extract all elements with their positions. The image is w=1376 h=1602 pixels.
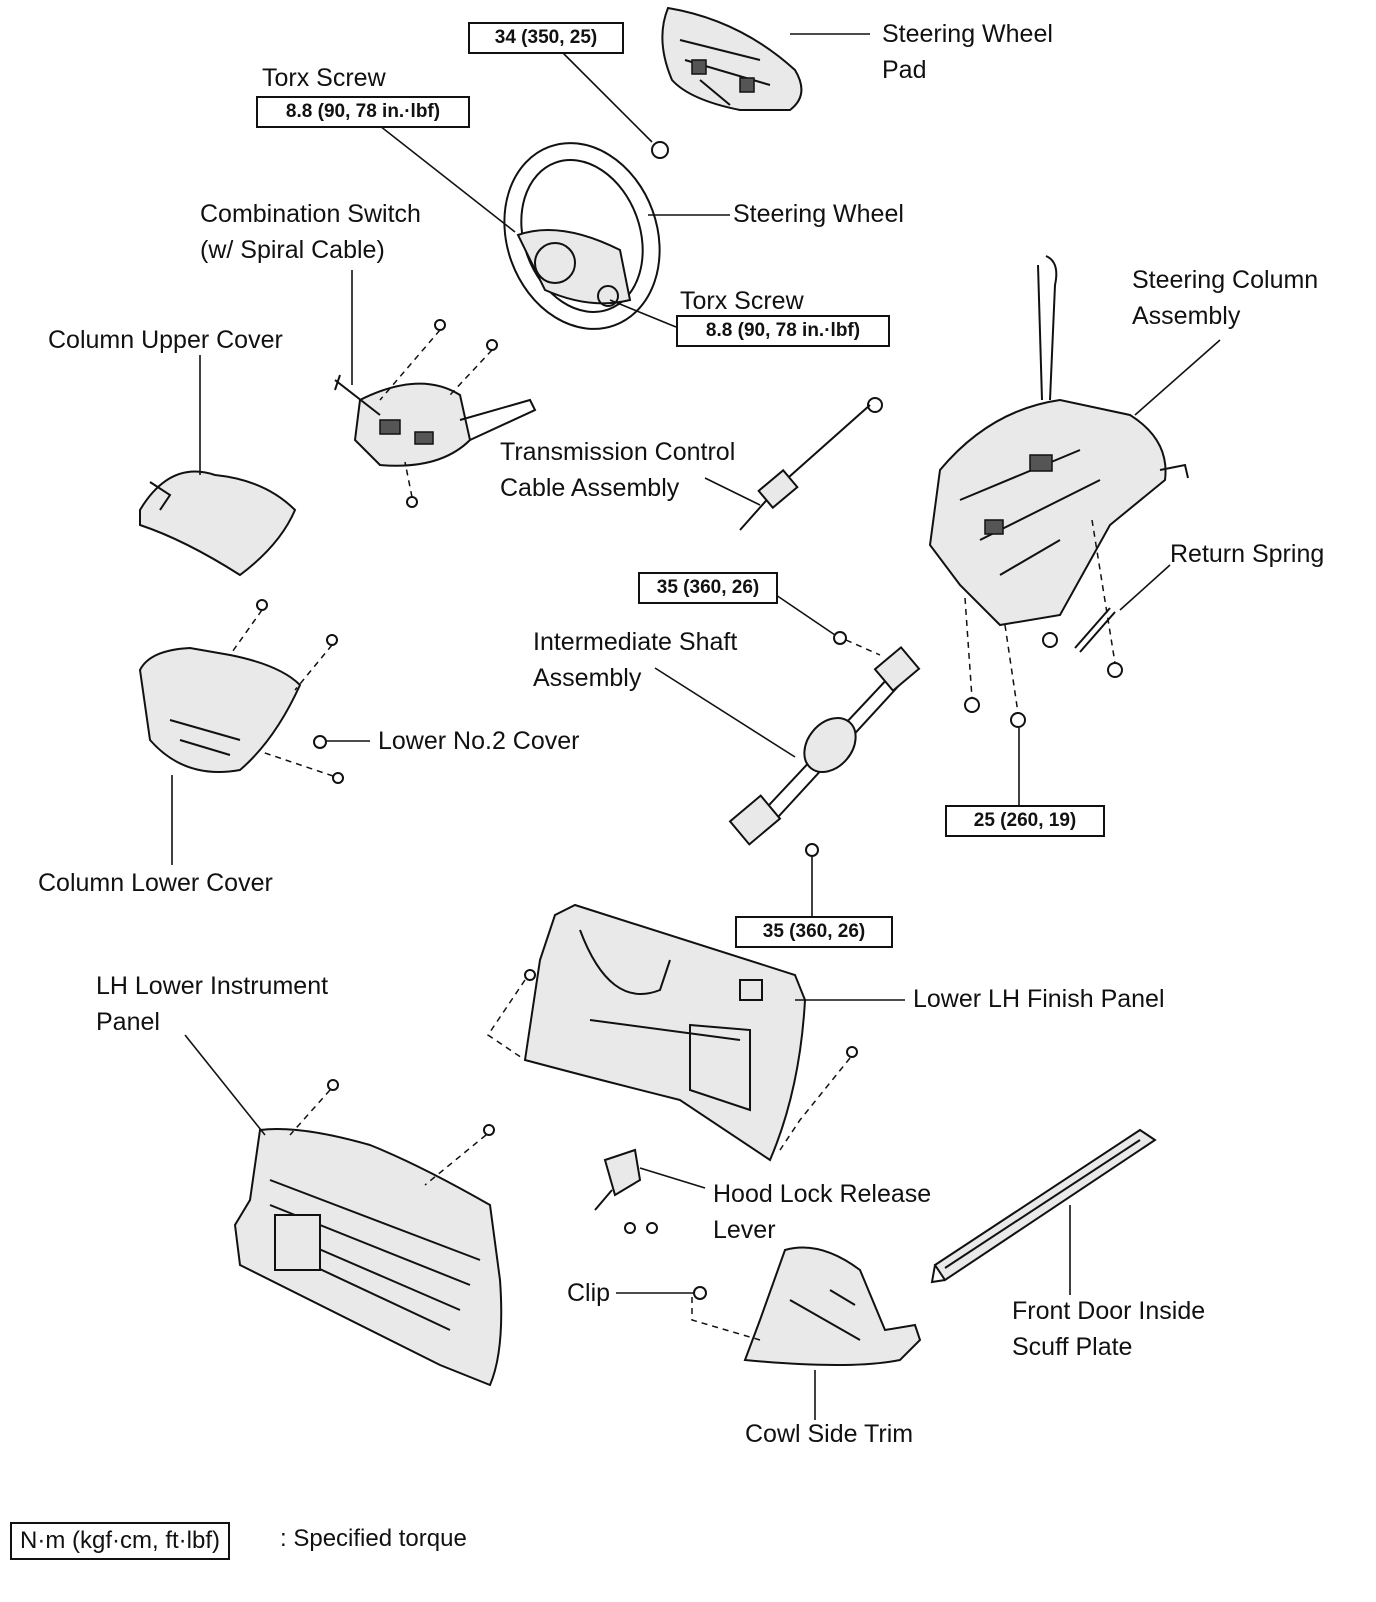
label-cowl-side-trim: Cowl Side Trim xyxy=(745,1420,914,1448)
combination-switch-drawing xyxy=(334,319,537,508)
torque-box-shaft-lower: 35 (360, 26) xyxy=(735,916,893,948)
label-return-spring: Return Spring xyxy=(1170,540,1325,568)
label-torx-screw-right: Torx Screw xyxy=(680,287,804,315)
torque-box-pad-nut: 34 (350, 25) xyxy=(468,22,624,54)
front-door-scuff-plate-drawing xyxy=(930,1128,1157,1284)
label-lower-lh-finish-panel: Lower LH Finish Panel xyxy=(913,985,1165,1013)
column-lower-cover-drawing xyxy=(138,599,344,784)
label-intermediate-shaft: Intermediate Shaft Assembly xyxy=(533,628,738,692)
label-clip: Clip xyxy=(567,1279,611,1307)
label-combination-switch: Combination Switch (w/ Spiral Cable) xyxy=(200,200,421,264)
legend-text: : Specified torque xyxy=(280,1525,467,1552)
label-front-door-scuff-plate: Front Door Inside Scuff Plate xyxy=(1012,1297,1206,1361)
column-upper-cover-drawing xyxy=(139,470,297,577)
label-column-lower-cover: Column Lower Cover xyxy=(38,869,273,897)
leader-lines xyxy=(171,33,1221,1420)
intermediate-shaft-drawing xyxy=(728,631,921,857)
pad-nut-drawing xyxy=(651,141,669,159)
steering-wheel-drawing xyxy=(503,142,661,330)
label-hood-lock-release-lever: Hood Lock Release Lever xyxy=(713,1180,932,1244)
torque-box-torx-right: 8.8 (90, 78 in.·lbf) xyxy=(676,315,890,347)
dashed-assembly-lines xyxy=(229,329,1116,1341)
steering-column-assembly-drawing xyxy=(928,255,1189,728)
transmission-control-cable-drawing xyxy=(739,397,883,531)
torque-box-column-nuts: 25 (260, 19) xyxy=(945,805,1105,837)
torque-box-shaft-upper: 35 (360, 26) xyxy=(638,572,778,604)
label-steering-wheel: Steering Wheel xyxy=(733,200,904,228)
label-torx-screw-top: Torx Screw xyxy=(262,64,386,92)
steering-wheel-pad-drawing xyxy=(661,6,803,111)
label-steering-column-assembly: Steering Column Assembly xyxy=(1132,266,1319,330)
hood-lock-release-lever-drawing xyxy=(594,1148,658,1234)
cowl-side-trim-drawing xyxy=(693,1246,922,1366)
lh-lower-instrument-panel-drawing xyxy=(233,1079,503,1387)
label-steering-wheel-pad: Steering Wheel Pad xyxy=(882,20,1053,84)
label-column-upper-cover: Column Upper Cover xyxy=(48,326,283,354)
legend-unit-box: N·m (kgf·cm, ft·lbf) xyxy=(10,1522,230,1560)
label-lh-lower-instrument-panel: LH Lower Instrument Panel xyxy=(96,972,329,1036)
label-lower-no2-cover: Lower No.2 Cover xyxy=(378,727,580,755)
torque-box-torx-top: 8.8 (90, 78 in.·lbf) xyxy=(256,96,470,128)
label-transmission-control-cable: Transmission Control Cable Assembly xyxy=(500,438,736,502)
lower-lh-finish-panel-drawing xyxy=(523,903,858,1162)
